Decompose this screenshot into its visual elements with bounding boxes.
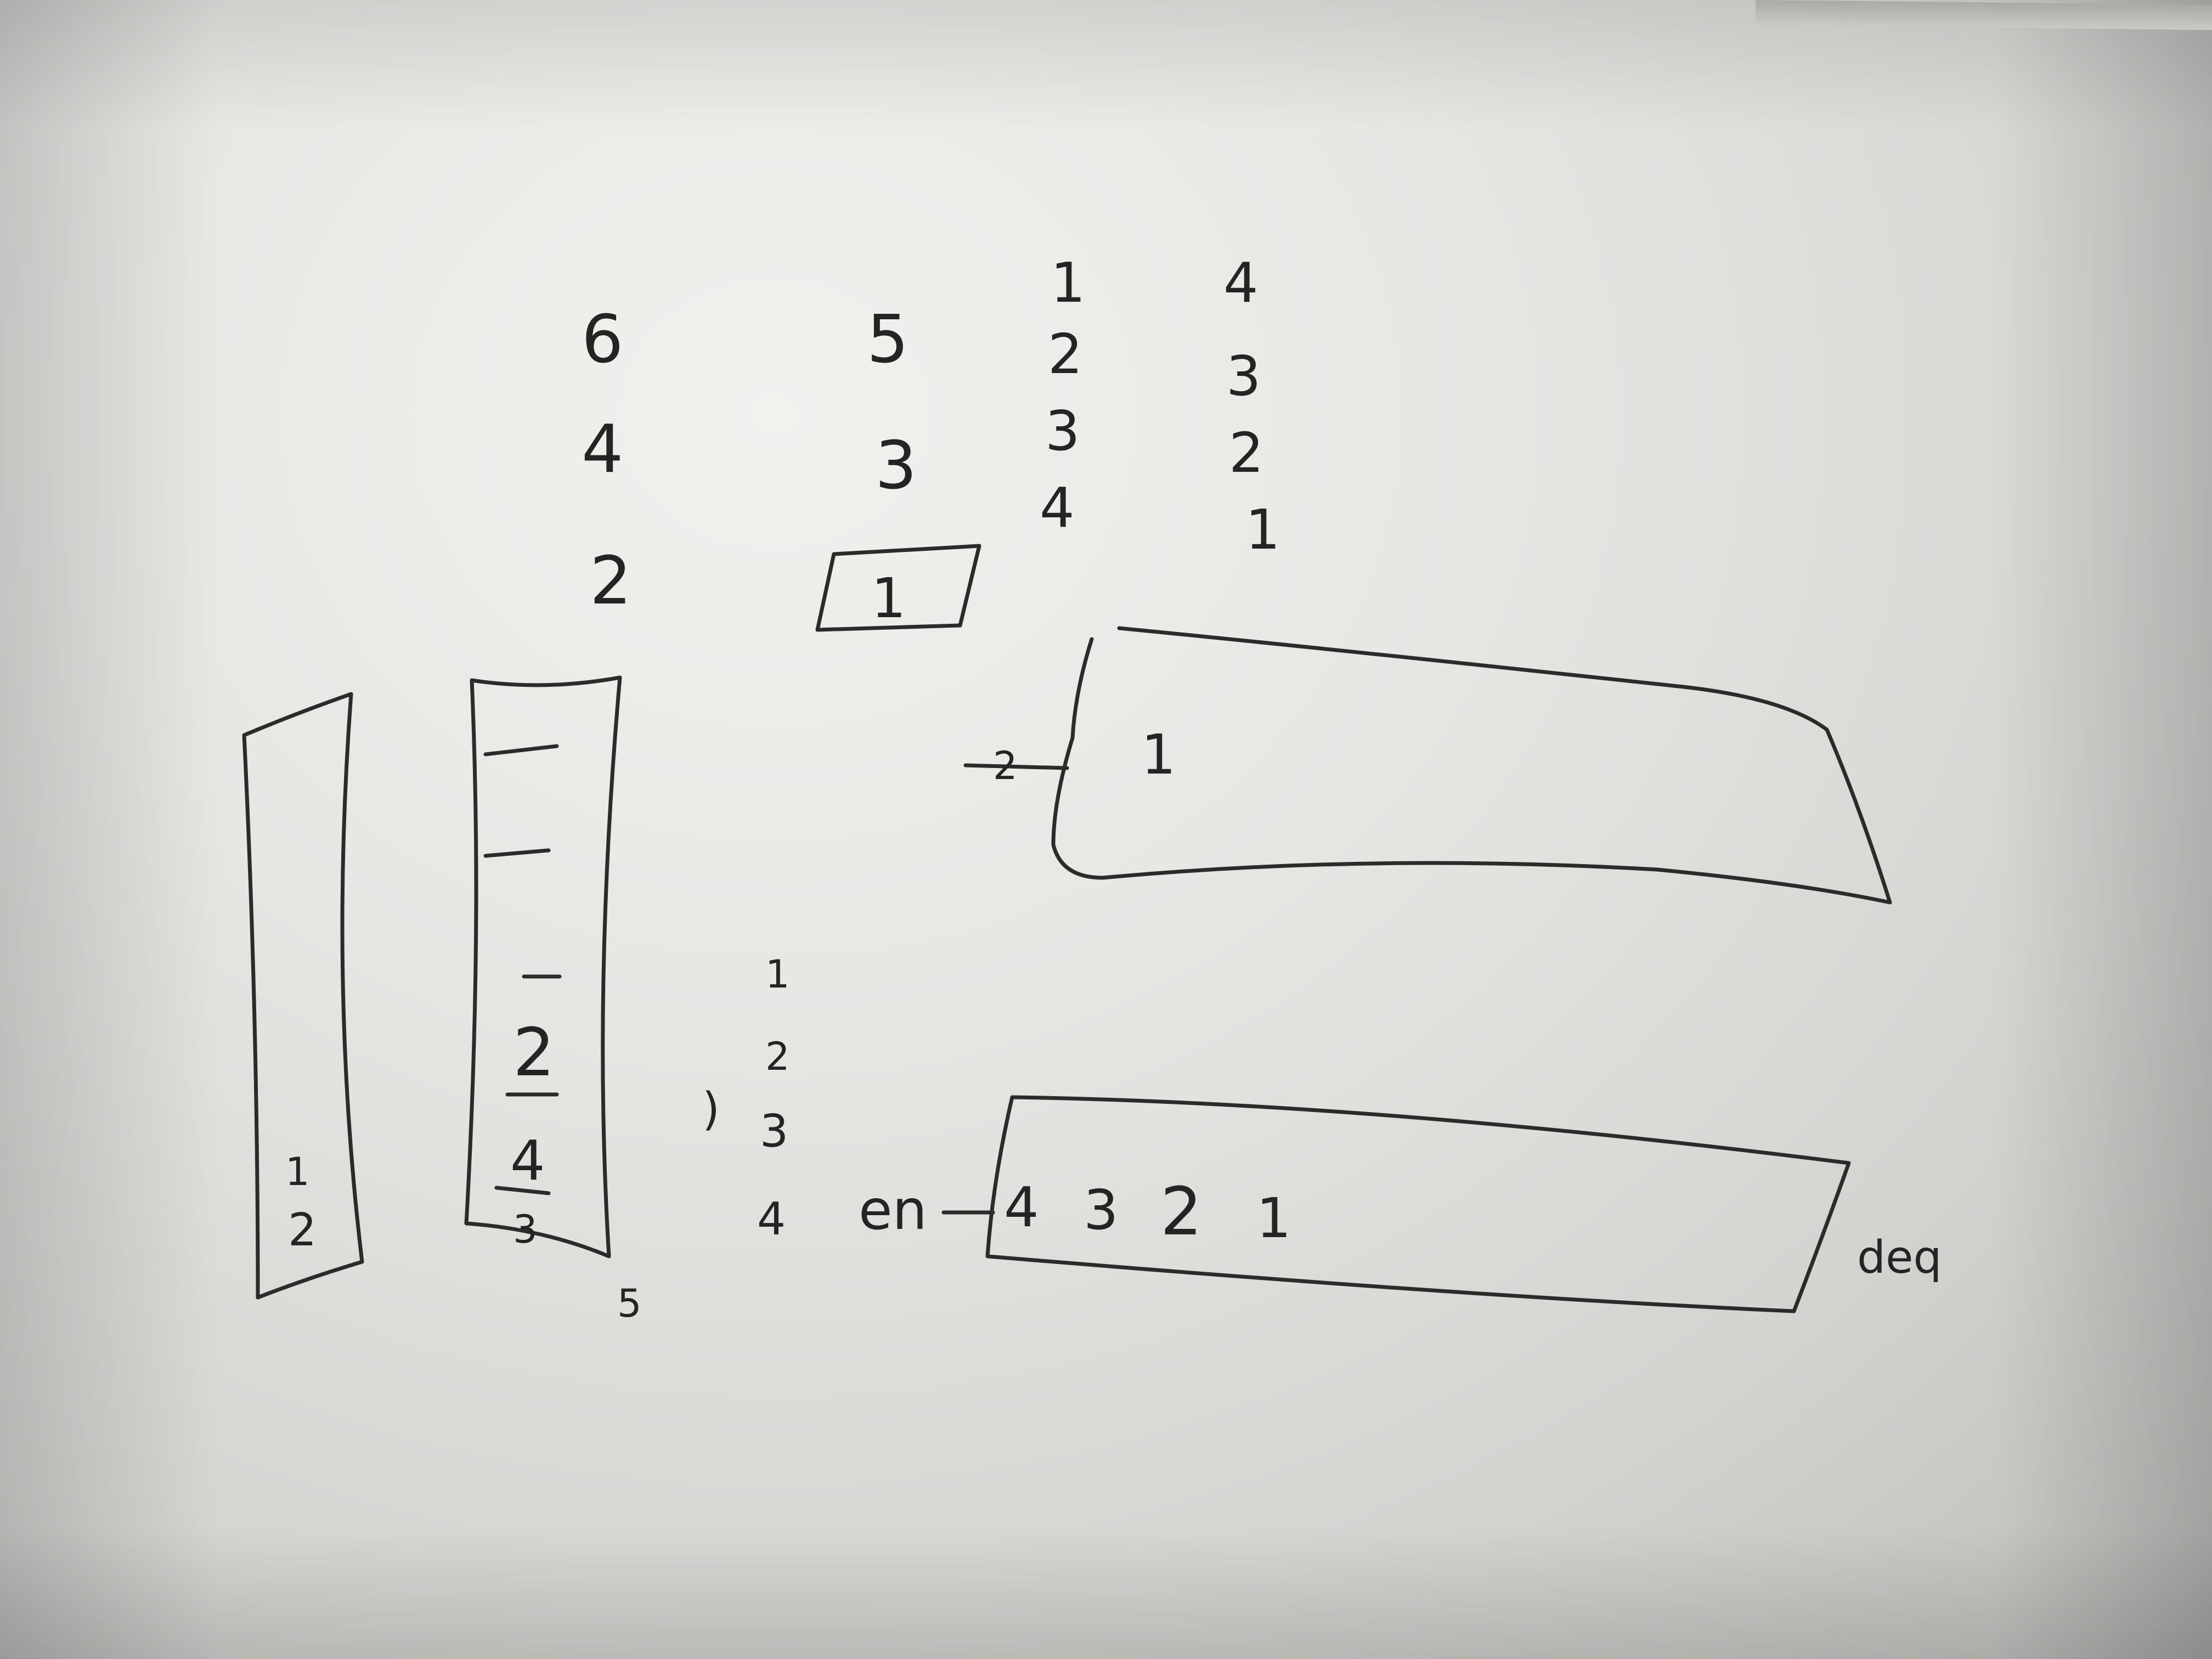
stack-tick <box>483 744 559 757</box>
queue-top: 2 1 <box>963 626 1892 905</box>
stack-right-value: 2 <box>513 1015 555 1091</box>
middle-sequence: ) 1 2 3 4 <box>702 952 790 1245</box>
stack-tick <box>483 848 551 858</box>
queue-bottom-value: 4 <box>1004 1175 1039 1239</box>
middle-value: 4 <box>757 1193 786 1245</box>
col2-value: 5 <box>867 302 909 378</box>
col4-value: 2 <box>1229 421 1264 485</box>
stack-right-below: 5 <box>617 1281 642 1326</box>
col1-value: 6 <box>582 302 623 378</box>
number-column-2: 5 3 1 <box>815 302 981 632</box>
boxed-value-frame <box>815 544 981 632</box>
queue-bottom-value: 1 <box>1256 1186 1291 1250</box>
col4-value: 1 <box>1245 498 1280 562</box>
number-column-1: 6 4 2 <box>582 302 631 619</box>
col1-value: 2 <box>590 543 631 619</box>
queue-bottom: en 4 3 2 1 deq <box>859 1095 1942 1313</box>
col4-value: 4 <box>1223 251 1259 315</box>
middle-value: 3 <box>760 1105 788 1158</box>
stack-left-value: 1 <box>285 1149 310 1194</box>
middle-paren: ) <box>702 1084 720 1136</box>
queue-top-content: 1 <box>1141 723 1176 787</box>
col2-boxed-value: 1 <box>871 566 906 630</box>
queue-top-outline <box>1051 626 1892 905</box>
middle-value: 1 <box>765 952 790 997</box>
stack-right-value: 3 <box>513 1207 538 1252</box>
queue-bottom-outline <box>985 1095 1851 1313</box>
stack-left: 1 2 <box>242 692 364 1300</box>
queue-bottom-value: 3 <box>1084 1178 1119 1242</box>
col4-value: 3 <box>1226 344 1261 408</box>
col3-value: 1 <box>1051 251 1086 315</box>
number-column-3: 1 2 3 4 <box>1040 251 1086 540</box>
dequeue-label: deq <box>1857 1232 1942 1284</box>
queue-bottom-value: 2 <box>1160 1174 1202 1250</box>
stack-tick <box>494 1186 551 1195</box>
col3-value: 3 <box>1045 399 1080 463</box>
col3-value: 2 <box>1048 322 1083 386</box>
stack-left-value: 2 <box>288 1204 317 1256</box>
col2-value: 3 <box>875 428 917 504</box>
middle-value: 2 <box>765 1034 790 1079</box>
col1-value: 4 <box>582 411 623 488</box>
number-column-4: 4 3 2 1 <box>1223 251 1280 562</box>
stack-right-value: 4 <box>510 1128 545 1193</box>
stack-right-outline <box>464 675 622 1259</box>
enqueue-label: en <box>859 1178 927 1242</box>
queue-top-arrow-label: 2 <box>993 743 1018 788</box>
col3-value: 4 <box>1040 476 1075 540</box>
stack-right: 2 4 3 5 <box>464 675 642 1326</box>
stack-left-outline <box>242 692 364 1300</box>
queue-top-arrow <box>963 763 1069 770</box>
